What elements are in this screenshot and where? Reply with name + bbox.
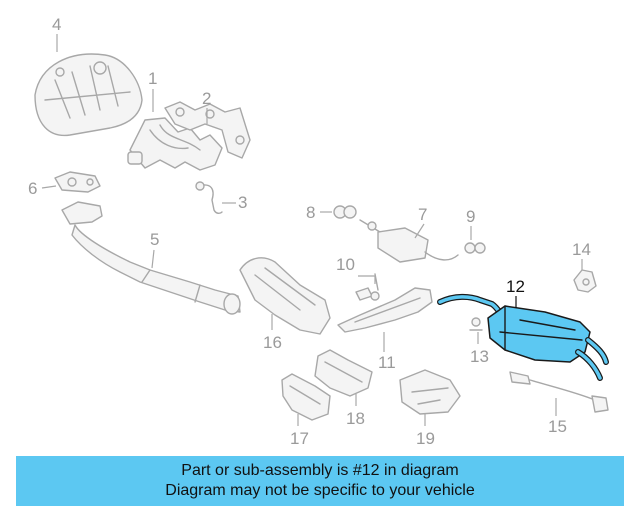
part-4-heat-shield[interactable] (34, 53, 143, 137)
callout-4[interactable]: 4 (52, 15, 61, 34)
part-1-exhaust-manifold[interactable] (127, 117, 223, 171)
part-2-manifold-gasket[interactable] (164, 101, 251, 159)
part-16-heat-shield[interactable] (239, 257, 331, 335)
exhaust-parts-diagram: 4 1 2 6 3 5 16 (28, 15, 609, 448)
part-7-intermediate-pipe[interactable] (359, 219, 459, 263)
part-6-flange-gasket[interactable] (54, 171, 101, 193)
callout-9[interactable]: 9 (466, 207, 475, 226)
callout-18[interactable]: 18 (346, 409, 365, 428)
leader-5 (151, 249, 155, 269)
callout-19[interactable]: 19 (416, 429, 435, 448)
part-15-oxygen-sensor[interactable] (509, 371, 609, 413)
callout-16[interactable]: 16 (263, 333, 282, 352)
banner-line-2: Diagram may not be specific to your vehi… (165, 482, 475, 499)
callout-10[interactable]: 10 (336, 255, 355, 274)
callout-6[interactable]: 6 (28, 179, 37, 198)
callout-12[interactable]: 12 (506, 277, 525, 296)
part-8-clamp[interactable] (333, 205, 357, 219)
callout-13[interactable]: 13 (470, 347, 489, 366)
part-14-bracket[interactable] (573, 269, 597, 293)
part-12-muffler-assembly[interactable] (437, 293, 609, 381)
callout-8[interactable]: 8 (306, 203, 315, 222)
callout-14[interactable]: 14 (572, 240, 591, 259)
leader-7 (414, 223, 425, 239)
callout-17[interactable]: 17 (290, 429, 309, 448)
part-5-front-pipe[interactable] (61, 201, 241, 315)
part-18-heat-shield[interactable] (314, 349, 373, 397)
part-11-heat-shield[interactable] (337, 287, 433, 333)
callout-3[interactable]: 3 (238, 193, 247, 212)
part-17-heat-shield[interactable] (281, 373, 331, 421)
callout-2[interactable]: 2 (202, 89, 211, 108)
callout-15[interactable]: 15 (548, 417, 567, 436)
callout-7[interactable]: 7 (418, 205, 427, 224)
leader-10 (358, 275, 376, 284)
callout-5[interactable]: 5 (150, 230, 159, 249)
part-19-heat-shield[interactable] (399, 369, 461, 415)
part-3-bracket[interactable] (195, 181, 223, 215)
callout-1[interactable]: 1 (148, 69, 157, 88)
info-banner: Part or sub-assembly is #12 in diagram D… (16, 456, 624, 506)
leader-6 (41, 185, 57, 189)
callout-11[interactable]: 11 (378, 353, 396, 372)
part-13-hanger[interactable] (469, 317, 483, 331)
banner-line-1: Part or sub-assembly is #12 in diagram (181, 462, 459, 479)
part-9-hanger[interactable] (464, 242, 486, 254)
